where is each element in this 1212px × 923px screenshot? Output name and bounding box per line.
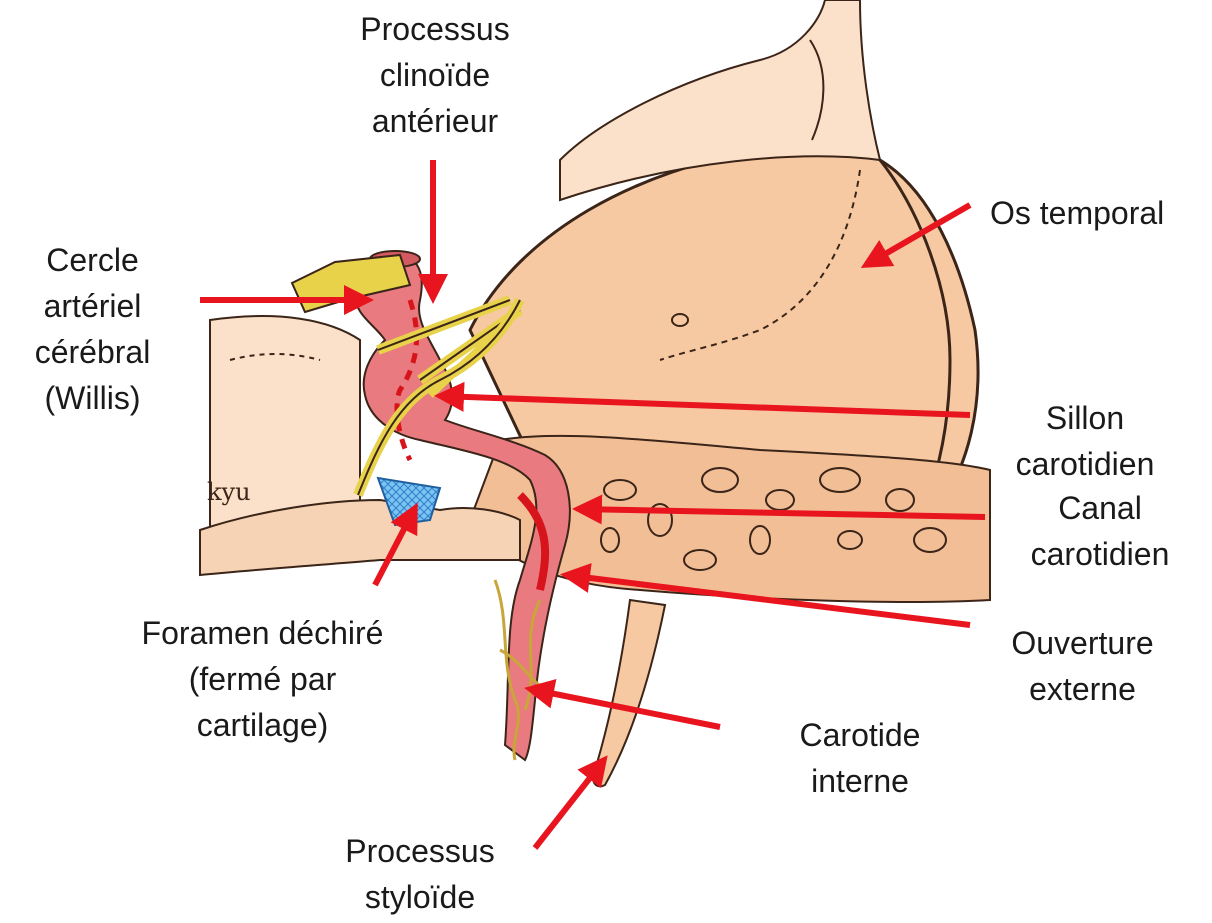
label-sillon: Sillon carotidien bbox=[995, 395, 1175, 487]
label-ouverture: Ouverture externe bbox=[990, 620, 1175, 712]
label-willis: Cercle artériel cérébral (Willis) bbox=[10, 237, 175, 421]
artist-signature: kyu bbox=[207, 478, 251, 506]
styloid-process bbox=[593, 600, 665, 786]
label-carotide: Carotide interne bbox=[770, 712, 950, 804]
label-canal: Canal carotidien bbox=[1010, 485, 1190, 577]
arrow-styloide bbox=[535, 760, 604, 848]
label-clinoid: Processus clinoïde antérieur bbox=[320, 6, 550, 144]
label-temporal: Os temporal bbox=[990, 190, 1200, 236]
label-styloide: Processus styloïde bbox=[320, 828, 520, 920]
label-foramen: Foramen déchiré (fermé par cartilage) bbox=[120, 610, 405, 748]
